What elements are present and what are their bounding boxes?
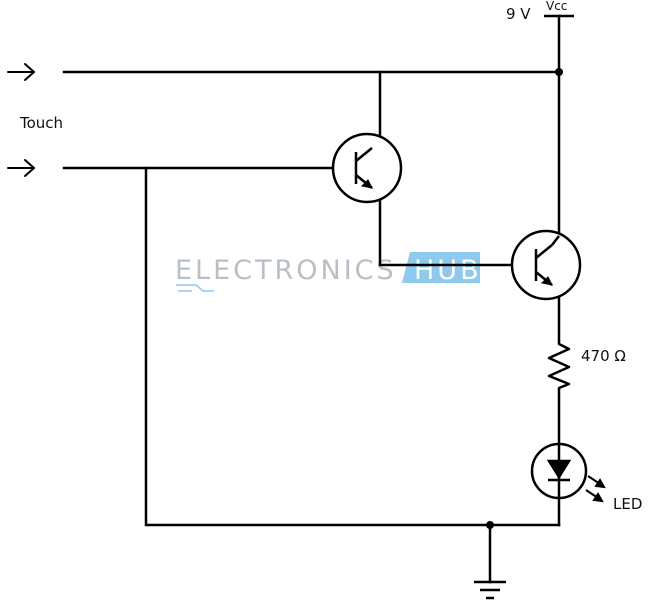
- light-emission-arrows: [585, 475, 606, 503]
- resistor-value-label: 470 Ω: [581, 347, 626, 365]
- watermark-hub-badge: [402, 252, 480, 283]
- touch-label: Touch: [19, 114, 63, 132]
- led-label: LED: [613, 495, 642, 513]
- watermark-circuit-trace: [176, 284, 214, 292]
- supply-name-label: Vcc: [546, 0, 567, 13]
- arrow-right-icon: [7, 63, 35, 81]
- arrow-right-icon: [7, 159, 35, 177]
- wires: [62, 14, 561, 584]
- wire-return-loop: [144, 166, 561, 527]
- touch-arrows: [7, 63, 35, 177]
- watermark: ELECTRONICS HUB: [175, 252, 482, 292]
- junctions: [486, 68, 563, 529]
- junction-vcc: [555, 68, 563, 76]
- ground-icon: [474, 580, 506, 600]
- npn-transistor-icon: [510, 229, 582, 301]
- npn-transistor-icon: [331, 132, 403, 204]
- watermark-hub: HUB: [414, 255, 482, 286]
- watermark-electronics: ELECTRONICS: [175, 255, 397, 286]
- resistor-icon: [547, 340, 571, 390]
- junction-ground: [486, 521, 494, 529]
- led-icon: [530, 442, 606, 503]
- supply-voltage-label: 9 V: [506, 5, 531, 23]
